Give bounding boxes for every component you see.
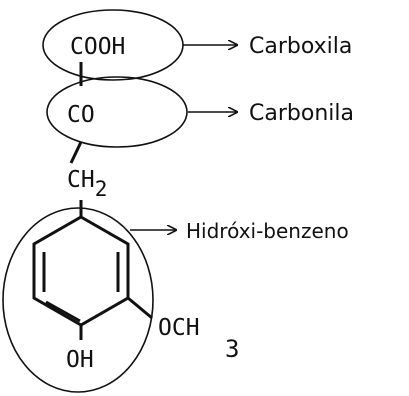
ring-label: Hidróxi-benzeno [186,219,349,243]
carbonyl-label: Carbonila [249,101,354,126]
methylene-subscript: 2 [95,177,108,201]
methoxy-subscript: 3 [225,335,239,363]
carboxyl-formula: COOH [70,34,125,60]
ring-ellipse [2,207,154,393]
carbonyl-formula: CO [67,102,95,128]
carboxyl-label: Carboxila [249,34,352,59]
carbonyl-ellipse [46,76,188,148]
methoxy-formula: OCH3 [158,315,239,363]
methylene-formula: CH2 [67,167,107,201]
bond-ring-methoxy [127,296,153,320]
hydroxyl-formula: OH [66,347,94,373]
benzene-ring [32,215,130,327]
ring-double-bond-bottom [45,300,81,323]
bond-carbonyl-methylene [69,141,83,164]
